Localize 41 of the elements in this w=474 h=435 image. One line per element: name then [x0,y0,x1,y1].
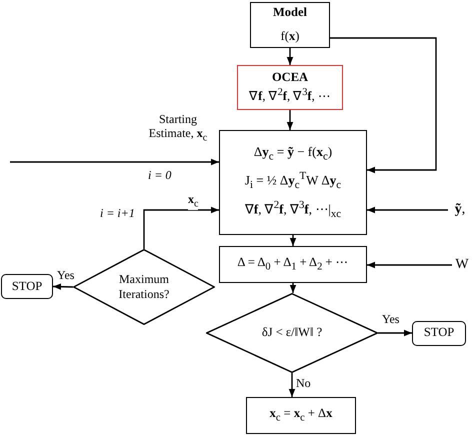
input-text: W [452,255,472,275]
process-box [219,130,367,235]
formula-text: Maximum Iterations? [118,272,170,302]
arrow [10,158,219,166]
terminal-box [1,274,53,299]
formula-text: STOP [12,278,42,294]
process-box [250,2,330,48]
arrow [367,262,452,268]
formula-text: J$_{i}$ = ½ Δy$_{c}$$^{T}$W Δy$_{c}$ [244,170,342,193]
arrow [286,110,294,130]
arrow [143,206,219,249]
arrow [367,206,448,214]
arrow [378,330,412,336]
formula-text: f(x) [280,29,300,45]
formula-text: Δy$_{c}$ = ỹ − f(x$_{c}$) [254,144,332,164]
process-box [237,65,343,110]
process-box [219,246,367,283]
counter-note: i = 0 [148,168,172,182]
formula-text: x$_{c}$ = x$_{c}$ + Δx [270,406,332,425]
edge-label: Starting Estimate, x$_{c}$ [148,112,208,145]
edge-label: No [296,376,311,390]
edge-label: Yes [382,312,400,326]
arrow [286,48,294,65]
formula-text: ∇f, ∇$^{2}$f, ∇$^{3}$f, ⋯ [249,86,331,105]
terminal-box [412,320,466,346]
process-box [246,397,356,434]
formula-text: STOP [424,325,454,341]
input-text: ỹ, [448,200,472,220]
arrow [290,283,296,293]
edge-label: Yes [57,268,74,282]
formula-text: ∇f, ∇$^{2}$f, ∇$^{3}$f, ⋯|$_{xc}$ [244,198,342,222]
box-title: Model [272,5,308,21]
arrow [288,373,296,397]
decision-diamond [73,249,215,325]
arrow [290,235,296,246]
formula-text: Δ = Δ$_{0}$ + Δ$_{1}$ + Δ$_{2}$ + ⋯ [237,255,349,274]
arrow [330,37,437,174]
formula-text: δJ < ε/‖W‖ ? [262,325,322,341]
box-title: OCEA [272,70,308,86]
arrow [52,284,74,290]
decision-diamond [206,293,378,373]
